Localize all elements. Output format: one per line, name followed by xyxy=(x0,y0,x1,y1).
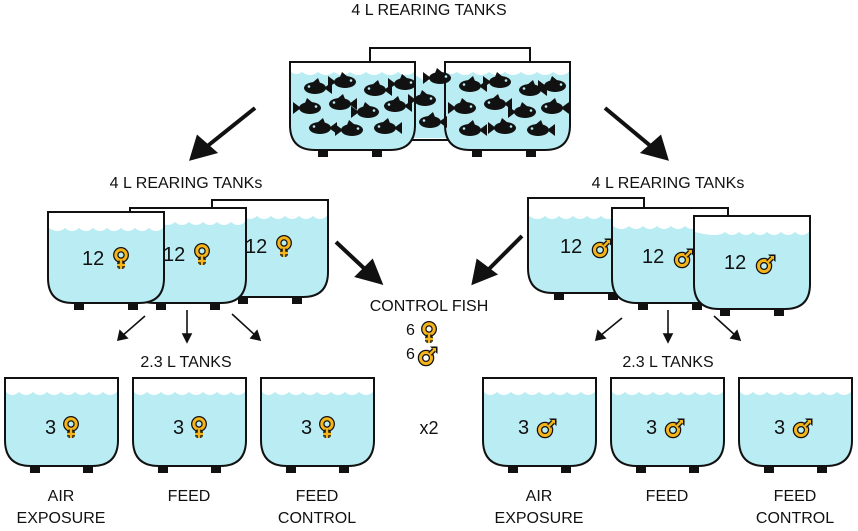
tank-count: 3 xyxy=(45,417,57,439)
control-male-count: 6 xyxy=(406,346,415,363)
tank-count: 3 xyxy=(518,417,530,439)
arrow-icon xyxy=(662,310,674,344)
bottom-tank xyxy=(132,377,247,473)
arrow-icon xyxy=(116,315,146,342)
tank-count: 3 xyxy=(646,417,658,439)
male-symbol-icon xyxy=(421,347,438,364)
mid-right-title: 4 L REARING TANKs xyxy=(591,175,745,192)
multiplier-label: x2 xyxy=(419,418,439,438)
treatment-label: CONTROL xyxy=(755,510,835,527)
arrow-icon xyxy=(471,234,524,286)
tank-count: 12 xyxy=(560,236,583,258)
bottom-tank xyxy=(260,377,375,473)
bottom-tank xyxy=(738,377,853,473)
arrow-icon xyxy=(181,310,193,344)
tank-count: 12 xyxy=(642,246,665,268)
mid-right-tank-group xyxy=(527,197,811,316)
arrow-icon xyxy=(713,315,742,342)
bottom-right-tanks xyxy=(482,377,853,473)
arrow-icon xyxy=(603,106,669,161)
treatment-label: FEED xyxy=(773,488,817,505)
treatment-label: FEED xyxy=(167,488,211,505)
tank-count: 12 xyxy=(245,236,268,258)
arrow-icon xyxy=(334,240,384,285)
female-symbol-icon xyxy=(424,324,434,343)
tank-count: 3 xyxy=(173,417,185,439)
tank-count: 12 xyxy=(82,248,105,270)
treatment-label: EXPOSURE xyxy=(494,510,584,527)
tank-count: 12 xyxy=(724,252,747,274)
arrow-icon xyxy=(231,313,262,342)
bottom-tank xyxy=(610,377,725,473)
bottom-left-tanks xyxy=(4,377,375,473)
control-female-count: 6 xyxy=(406,322,415,339)
mid-left-title: 4 L REARING TANKs xyxy=(109,175,263,192)
treatment-label: EXPOSURE xyxy=(16,510,106,527)
bottom-left-title: 2.3 L TANKS xyxy=(140,354,232,371)
top-title: 4 L REARING TANKS xyxy=(351,2,507,19)
bottom-tank xyxy=(482,377,597,473)
tank-count: 3 xyxy=(301,417,313,439)
treatment-label: AIR xyxy=(525,488,553,505)
control-title: CONTROL FISH xyxy=(369,298,489,315)
arrow-icon xyxy=(189,106,257,161)
arrow-icon xyxy=(594,317,623,342)
treatment-label: FEED xyxy=(295,488,339,505)
bottom-tank xyxy=(4,377,119,473)
treatment-label: FEED xyxy=(645,488,689,505)
treatment-label: CONTROL xyxy=(277,510,357,527)
tank-count: 12 xyxy=(163,244,186,266)
mid-left-tank-group xyxy=(47,199,329,310)
top-tank-group xyxy=(289,47,571,157)
bottom-right-title: 2.3 L TANKS xyxy=(622,354,714,371)
treatment-label: AIR xyxy=(47,488,75,505)
tank-count: 3 xyxy=(774,417,786,439)
